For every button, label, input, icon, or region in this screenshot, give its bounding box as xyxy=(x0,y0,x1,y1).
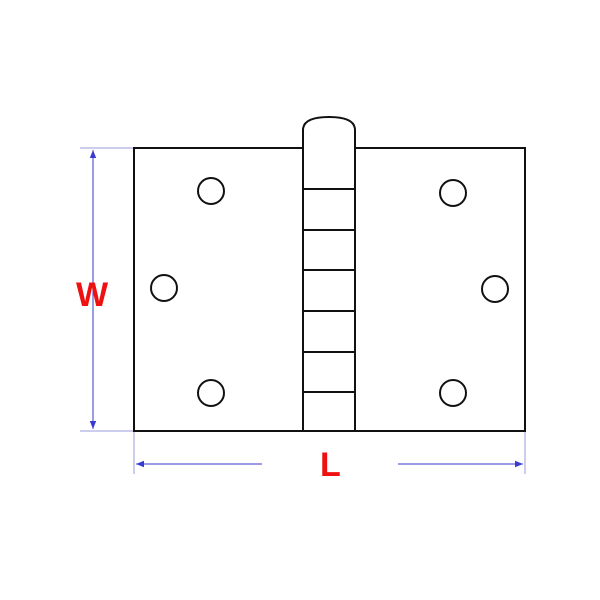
extension-lines xyxy=(80,147,526,474)
hinge-body xyxy=(133,115,526,432)
left-leaf-screw-hole xyxy=(197,177,225,205)
right-leaf-screw-hole xyxy=(439,179,467,207)
width-label: W xyxy=(76,276,109,314)
length-label: L xyxy=(320,446,341,484)
dimension-lines xyxy=(89,150,523,468)
right-leaf-screw-hole xyxy=(439,379,467,407)
knuckle-segment-lines xyxy=(303,188,355,393)
hinge-leaves-outline xyxy=(133,147,526,432)
screw-holes xyxy=(150,177,509,407)
left-leaf-screw-hole xyxy=(150,274,178,302)
hinge-knuckle xyxy=(302,115,356,431)
right-leaf-screw-hole xyxy=(481,275,509,303)
left-leaf-screw-hole xyxy=(197,379,225,407)
